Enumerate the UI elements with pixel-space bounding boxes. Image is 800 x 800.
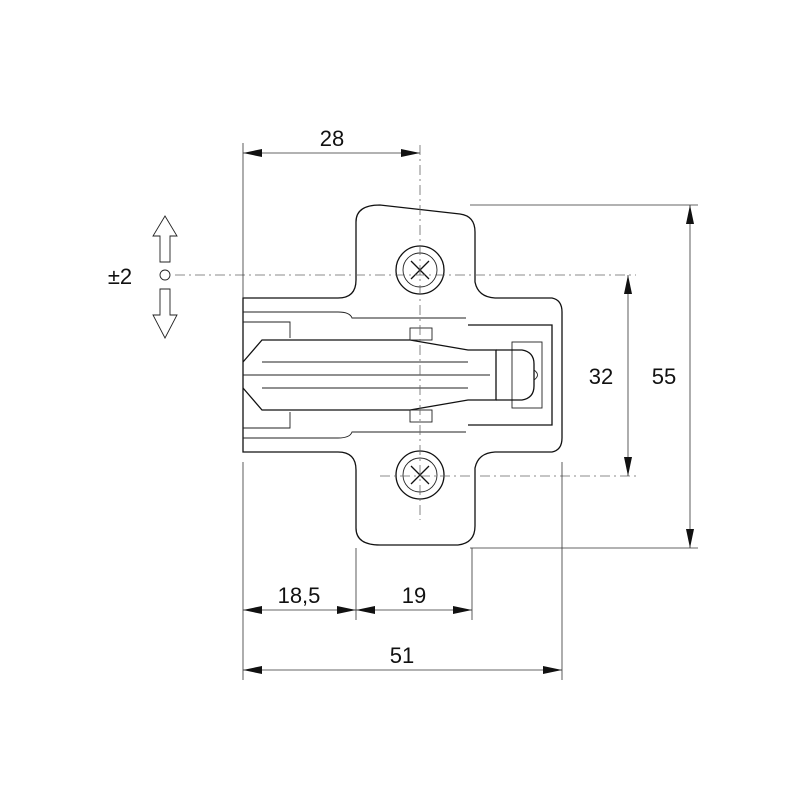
arrowhead xyxy=(337,606,356,614)
dimension-18-5: 18,5 xyxy=(243,583,356,614)
arrowhead xyxy=(453,606,472,614)
upper-rail xyxy=(243,311,466,319)
construction-lines xyxy=(175,143,698,680)
dimension-55: 55 xyxy=(652,205,694,548)
arrowhead xyxy=(624,275,632,294)
dim-label-offset-left: 18,5 xyxy=(278,583,321,608)
lower-rail xyxy=(243,431,466,439)
arrowhead xyxy=(686,529,694,548)
dim-label-width-top: 28 xyxy=(320,126,344,151)
slide-bar xyxy=(242,339,497,411)
cam-housing xyxy=(468,324,553,426)
dimension-32: 32 xyxy=(589,275,632,476)
adjustment-label: ±2 xyxy=(108,264,132,289)
arrowhead xyxy=(543,666,562,674)
cam-head xyxy=(496,349,535,401)
plate-outline xyxy=(242,204,563,546)
guide-lug-bottom xyxy=(409,409,433,423)
arrowhead xyxy=(624,457,632,476)
dim-label-height: 55 xyxy=(652,364,676,389)
guide-lug-top xyxy=(409,327,433,341)
left-notch-top xyxy=(243,321,291,338)
arrowhead xyxy=(243,149,262,157)
left-notch-bottom xyxy=(243,412,291,429)
pivot-circle-icon xyxy=(159,269,171,281)
arrowhead xyxy=(686,205,694,224)
height-adjustment-symbol: ±2 xyxy=(108,215,178,339)
arrowhead xyxy=(243,606,262,614)
cam-tip xyxy=(533,369,538,381)
mounting-plate xyxy=(242,204,563,546)
arrowhead xyxy=(243,666,262,674)
arrowhead xyxy=(401,149,420,157)
dim-label-hole-spacing: 32 xyxy=(589,364,613,389)
dimension-28: 28 xyxy=(243,126,420,157)
dimension-51: 51 xyxy=(243,643,562,674)
arrow-down-icon xyxy=(152,288,178,339)
dim-label-offset-mid: 19 xyxy=(402,583,426,608)
dimension-19: 19 xyxy=(356,583,472,614)
arrowhead xyxy=(356,606,375,614)
arrow-up-icon xyxy=(152,215,178,263)
cam-block xyxy=(511,341,543,409)
dim-label-width-total: 51 xyxy=(390,643,414,668)
